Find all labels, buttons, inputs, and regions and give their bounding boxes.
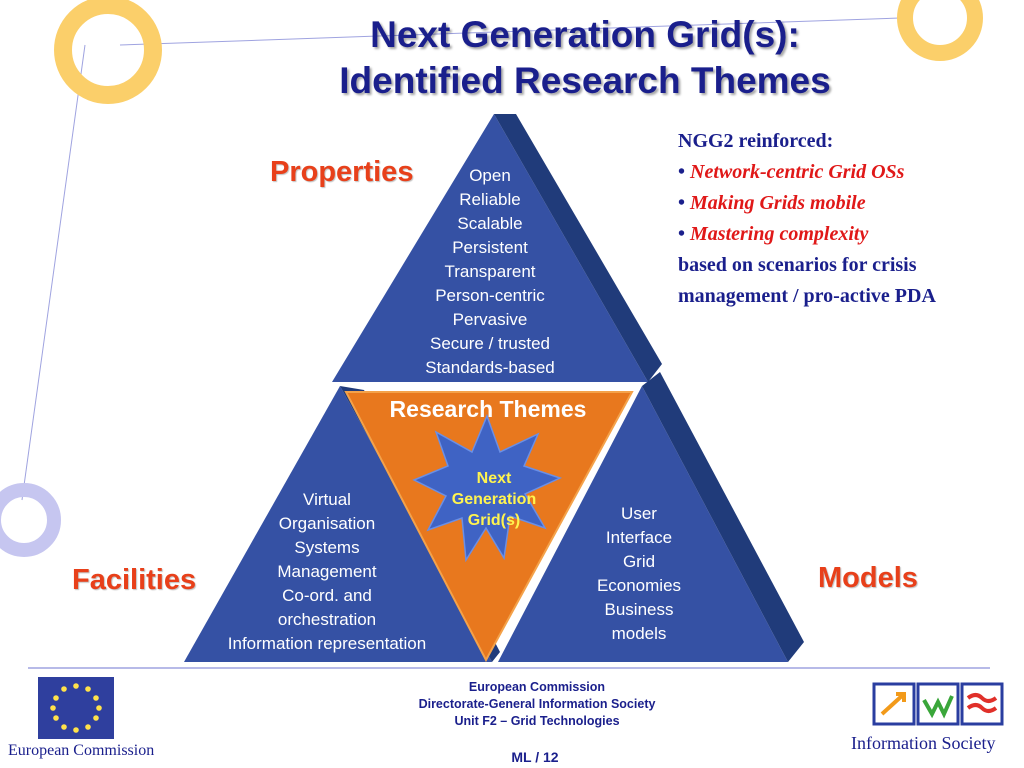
bullet-dot: •	[678, 192, 686, 214]
decor-circle-top-right	[897, 0, 983, 61]
properties-item: Pervasive	[452, 310, 528, 329]
star-line-3: Grid(s)	[467, 512, 521, 529]
research-themes-label: Research Themes	[389, 396, 587, 422]
ec-logo-text: European Commission	[8, 742, 155, 759]
slide-title: Next Generation Grid(s): Identified Rese…	[200, 12, 970, 104]
ngg2-heading: NGG2 reinforced:	[678, 130, 834, 152]
facilities-item: Systems	[294, 538, 360, 557]
eu-flag-logo	[38, 677, 114, 739]
ngg2-bullet-text: Making Grids mobile	[690, 192, 866, 214]
models-item: Interface	[605, 528, 673, 547]
facilities-list: Virtual Organisation Systems Management …	[196, 488, 458, 656]
properties-list: Open Reliable Scalable Persistent Transp…	[390, 164, 590, 380]
label-properties: Properties	[270, 156, 414, 188]
ngg2-closing-1: based on scenarios for crisis	[678, 254, 917, 276]
footer-line-3: Unit F2 – Grid Technologies	[454, 714, 620, 728]
facilities-item: Organisation	[278, 514, 376, 533]
properties-item: Scalable	[457, 214, 523, 233]
title-line-1: Next Generation Grid(s):	[370, 14, 800, 55]
information-society-logo	[872, 682, 1004, 726]
label-models: Models	[818, 562, 918, 594]
is-logo-text: Information Society	[851, 733, 996, 753]
decor-circle-left	[0, 483, 61, 557]
properties-triangle	[332, 114, 648, 382]
models-list: User Interface Grid Economies Business m…	[570, 502, 708, 646]
bullet-dot: •	[678, 223, 686, 245]
ngg2-bullet: • Network-centric Grid OSs	[678, 157, 1018, 188]
decor-line-left	[21, 44, 86, 501]
facilities-item: orchestration	[277, 610, 377, 629]
properties-item: Reliable	[459, 190, 521, 209]
bullet-dot: •	[678, 161, 686, 183]
models-item: User	[621, 504, 657, 523]
next-generation-star	[412, 413, 563, 563]
facilities-item: Management	[277, 562, 377, 581]
facilities-item: Co-ord. and	[282, 586, 372, 605]
ngg2-bullet-text: Mastering complexity	[690, 223, 869, 245]
properties-item: Person-centric	[435, 286, 545, 305]
properties-item: Standards-based	[425, 358, 555, 377]
next-generation-grids-label: Next Generation Grid(s)	[430, 468, 558, 531]
properties-item: Secure / trusted	[429, 334, 550, 353]
footer-organisation: European Commission Directorate-General …	[380, 679, 694, 730]
models-item: Business	[604, 600, 674, 619]
facilities-triangle	[184, 386, 492, 662]
footer-line-1: European Commission	[468, 680, 606, 694]
footer-line-2: Directorate-General Information Society	[418, 697, 656, 711]
ngg2-bullet-text: Network-centric Grid OSs	[690, 161, 905, 183]
ngg2-closing-2: management / pro-active PDA	[678, 285, 936, 307]
ngg2-textbox: NGG2 reinforced: • Network-centric Grid …	[678, 126, 1018, 312]
decor-circle-top-left	[54, 0, 162, 104]
star-line-2: Generation	[451, 491, 537, 508]
models-triangle	[498, 386, 788, 662]
properties-item: Persistent	[452, 238, 528, 257]
facilities-item: Virtual	[303, 490, 351, 509]
properties-triangle-side	[494, 114, 662, 382]
properties-item: Open	[469, 166, 511, 185]
properties-item: Transparent	[444, 262, 536, 281]
ngg2-bullet: • Making Grids mobile	[678, 188, 1018, 219]
models-item: Grid	[622, 552, 656, 571]
facilities-item: Information representation	[227, 634, 427, 653]
star-line-1: Next	[476, 470, 512, 487]
label-facilities: Facilities	[72, 564, 197, 596]
models-triangle-side	[642, 372, 804, 662]
ngg2-bullet: • Mastering complexity	[678, 219, 1018, 250]
title-line-2: Identified Research Themes	[339, 60, 831, 101]
models-item: models	[611, 624, 667, 643]
page-number: ML / 12	[511, 749, 559, 765]
decor-line-top	[119, 17, 901, 46]
models-item: Economies	[596, 576, 682, 595]
